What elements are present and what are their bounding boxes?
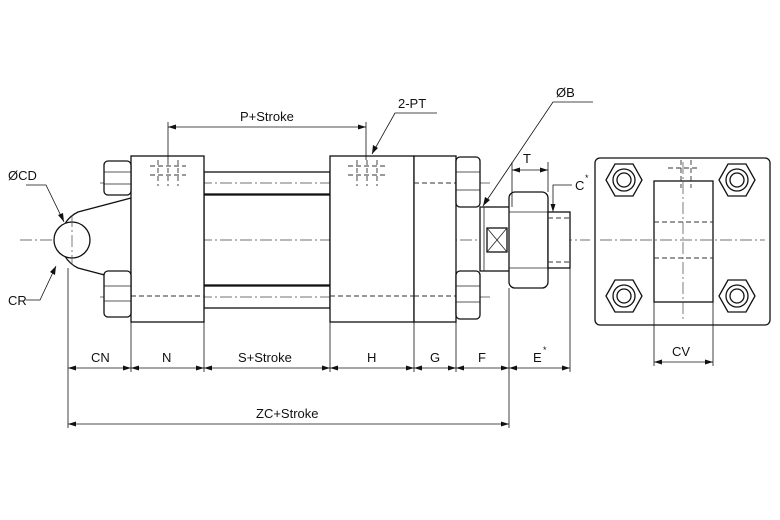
label-c: C	[575, 178, 584, 193]
side-view	[20, 155, 590, 323]
pt-leader	[371, 112, 437, 155]
label-t: T	[523, 151, 531, 166]
rod-nut	[508, 191, 549, 289]
label-b: ØB	[556, 85, 575, 100]
end-view-nut-top-left	[605, 163, 643, 197]
label-h: H	[367, 350, 376, 365]
end-view-nut-bottom-right	[718, 279, 756, 313]
label-g: G	[430, 350, 440, 365]
clevis-eye	[53, 197, 132, 283]
b-leader	[482, 101, 593, 207]
label-cn: CN	[91, 350, 110, 365]
cd-leader	[26, 184, 65, 223]
label-zc-stroke: ZC+Stroke	[256, 406, 319, 421]
front-flange	[413, 155, 457, 323]
label-cv: CV	[672, 344, 690, 359]
end-view	[594, 157, 771, 326]
label-pt: 2-PT	[398, 96, 426, 111]
piston-rod	[479, 206, 513, 272]
dimensions	[26, 101, 714, 428]
end-view-nut-top-right	[718, 163, 756, 197]
front-nut-top	[455, 156, 481, 208]
front-head	[329, 155, 415, 323]
labels: ØCD CR P+Stroke 2-PT ØB T C * CN N S+Str…	[8, 85, 690, 421]
label-p-stroke: P+Stroke	[240, 109, 294, 124]
label-c-star: *	[585, 173, 589, 183]
label-e-star: *	[543, 345, 547, 355]
label-cr: CR	[8, 293, 27, 308]
end-view-boss	[653, 180, 714, 303]
cr-leader	[26, 265, 57, 301]
label-f: F	[478, 350, 486, 365]
end-view-nut-bottom-left	[605, 279, 643, 313]
c-leader	[552, 184, 572, 208]
label-cd: ØCD	[8, 168, 37, 183]
front-nut-bottom	[455, 270, 481, 320]
rear-cap	[130, 155, 205, 323]
rod-thread	[547, 211, 571, 269]
label-e: E	[533, 350, 542, 365]
label-n: N	[162, 350, 171, 365]
label-s-stroke: S+Stroke	[238, 350, 292, 365]
rear-nut-top	[103, 160, 132, 196]
rear-nut-bottom	[103, 270, 132, 318]
